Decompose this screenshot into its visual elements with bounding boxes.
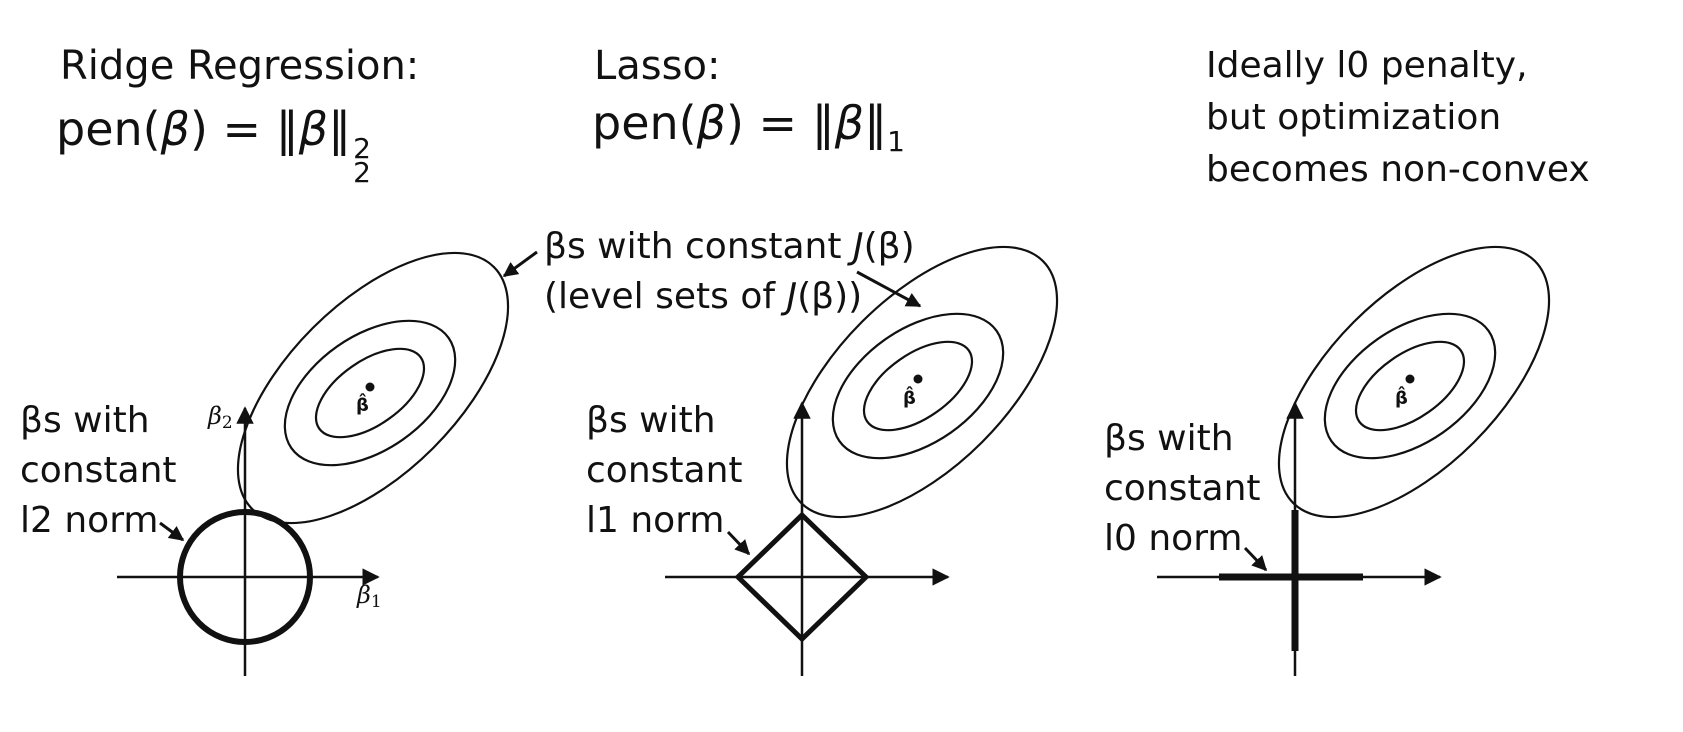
lasso-l1-ball [734, 511, 870, 643]
lasso-beta-hat: β̂ [903, 386, 916, 409]
lasso-level-set-pointer [856, 270, 922, 308]
ridge-level-sets [236, 251, 510, 525]
level-set-middle [283, 319, 457, 467]
lasso-ball-pointer [726, 530, 751, 556]
level-set-middle [1323, 312, 1497, 460]
lasso-constraint-label: βs with constant l1 norm [586, 400, 743, 541]
l0-level-sets [1277, 245, 1551, 519]
ridge-l2-ball [177, 509, 313, 645]
level-set-outer [236, 251, 510, 525]
beta-hat-point [365, 382, 375, 392]
level-set-middle [831, 312, 1005, 460]
ridge-panel [117, 250, 538, 676]
lasso-level-sets [785, 245, 1059, 519]
ridge-ball-pointer [159, 521, 185, 542]
level-set-outer [1277, 245, 1551, 519]
level-set-inner [1354, 340, 1466, 432]
l0-constraint-label: βs with constant l0 norm [1104, 418, 1261, 559]
lasso-panel [665, 245, 1059, 676]
l0-beta-hat: β̂ [1395, 386, 1408, 409]
level-set-inner [314, 347, 426, 439]
l0-note: Ideally l0 penalty, but optimization bec… [1206, 45, 1590, 190]
level-set-outer [785, 245, 1059, 519]
ridge-constraint-label: βs with constant l2 norm [20, 400, 177, 541]
ridge-axis-y-label: β2 [207, 402, 233, 433]
ridge-axis-x-label: β1 [356, 581, 382, 612]
lasso-title: Lasso: [594, 43, 721, 89]
ridge-level-set-pointer [502, 250, 538, 278]
level-set-inner [862, 340, 974, 432]
lasso-formula: pen(β) = ‖β‖1 [592, 96, 905, 158]
beta-hat-point [1405, 374, 1415, 384]
ridge-beta-hat: β̂ [356, 393, 369, 416]
l0-ball-pointer [1243, 546, 1268, 572]
level-set-callout: βs with constant J(β) (level sets of J(β… [544, 226, 915, 317]
l0-panel [1157, 245, 1551, 676]
beta-hat-point [913, 374, 923, 384]
ridge-title: Ridge Regression: [60, 43, 420, 89]
